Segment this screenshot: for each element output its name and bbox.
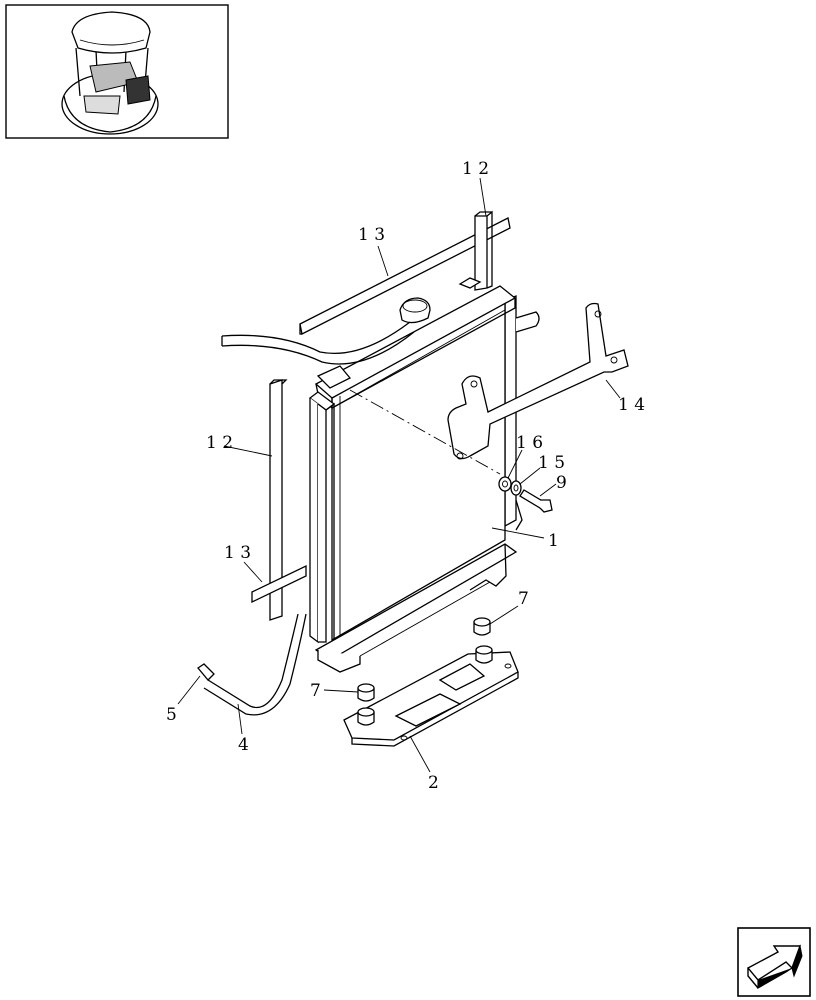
label-14: 1 4 xyxy=(618,395,645,415)
mount-plate-2 xyxy=(343,645,519,747)
machine-locator-icon xyxy=(5,4,229,139)
label-12-top: 1 2 xyxy=(462,159,489,179)
label-1: 1 xyxy=(548,531,559,551)
label-16: 1 6 xyxy=(516,433,543,453)
left-seal-bar-13 xyxy=(251,564,307,604)
next-page-arrow-icon[interactable] xyxy=(737,927,811,997)
label-7-left: 7 xyxy=(310,681,321,701)
leader-lines xyxy=(177,177,621,773)
radiator-cap xyxy=(399,297,431,324)
bracket-14 xyxy=(447,302,629,460)
label-5: 5 xyxy=(166,705,177,725)
lower-hose-4 xyxy=(203,613,307,716)
bushing-7-left xyxy=(357,683,375,702)
label-12-left: 1 2 xyxy=(206,433,233,453)
bolt-9 xyxy=(519,489,553,513)
label-2: 2 xyxy=(428,773,439,793)
radiator-upper-tank xyxy=(314,277,517,410)
label-13-top: 1 3 xyxy=(358,225,385,245)
label-15: 1 5 xyxy=(538,453,565,473)
washer-15 xyxy=(510,480,522,496)
left-seal-bar-12 xyxy=(269,379,288,621)
label-13-left: 1 3 xyxy=(224,543,251,563)
mount-boss-left xyxy=(357,707,375,726)
label-4: 4 xyxy=(238,735,249,755)
bushing-7-right xyxy=(473,617,491,636)
radiator-lower-tank xyxy=(314,543,518,673)
top-seal-bar-12 xyxy=(474,210,493,291)
label-9: 9 xyxy=(556,473,567,493)
mount-boss-right xyxy=(475,645,493,664)
pipe-end-5 xyxy=(197,663,215,681)
washer-16 xyxy=(498,476,512,492)
alignment-line xyxy=(349,389,501,475)
radiator-left-frame xyxy=(308,391,336,647)
upper-hose xyxy=(221,321,415,365)
top-seal-bar-13 xyxy=(299,217,511,335)
label-7-right: 7 xyxy=(518,589,529,609)
